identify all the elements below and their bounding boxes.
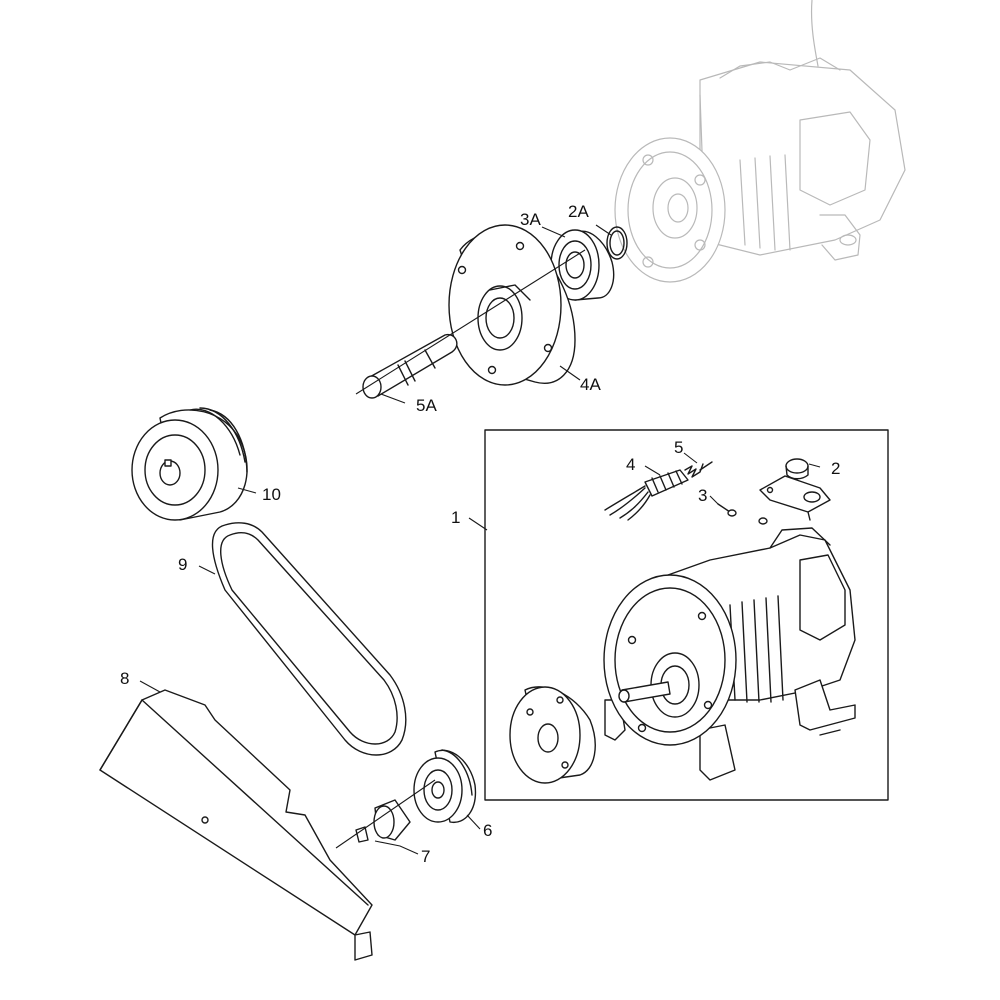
part-5-spring (684, 461, 713, 478)
part-3A-bearing (550, 229, 615, 301)
part-4A-flange (448, 224, 576, 386)
callout-4: 4 (626, 455, 636, 474)
leader-lines (139, 224, 821, 855)
part-6-small-pulley (413, 749, 477, 823)
callout-1: 1 (451, 508, 461, 527)
part-7-taper-bush (335, 779, 436, 849)
callout-4A: 4A (580, 375, 601, 394)
adapter-flange (509, 686, 596, 784)
callout-5: 5 (674, 438, 684, 457)
callout-3: 3 (698, 486, 708, 505)
callout-9: 9 (178, 555, 188, 574)
part-8-belt-guard (99, 689, 373, 961)
part-2-cap (785, 458, 809, 480)
part-3-screw (717, 503, 768, 525)
part-2A-circlip (606, 226, 628, 260)
assembly-1-frame (484, 429, 889, 801)
callout-8: 8 (120, 669, 130, 688)
part-10-large-pulley (131, 407, 248, 521)
callout-3A: 3A (520, 210, 541, 229)
part-4-wire-harness (604, 469, 689, 521)
part-9-v-belt (211, 522, 407, 756)
callout-7: 7 (421, 847, 431, 866)
bracket (759, 475, 831, 521)
callout-5A: 5A (416, 396, 437, 415)
ghost-alternator (614, 0, 906, 283)
callout-10: 10 (262, 485, 281, 504)
callout-2: 2 (831, 459, 841, 478)
callout-6: 6 (483, 821, 493, 840)
part-5A-shaft (355, 249, 586, 399)
callout-2A: 2A (568, 202, 589, 221)
part-1-alternator (603, 527, 856, 781)
